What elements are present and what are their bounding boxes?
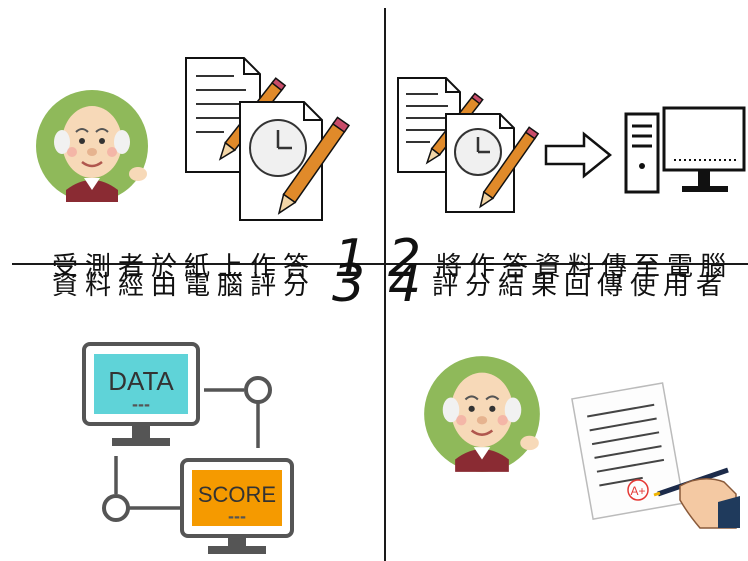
score-dots: --- xyxy=(228,506,246,526)
step-1-caption: 受測者於紙上作答 xyxy=(52,252,317,282)
paper-with-clock-icon xyxy=(239,101,351,221)
step-3-caption: 資料經由電腦評分 xyxy=(52,271,317,301)
step-2-caption: 將作答資料傳至電腦 xyxy=(436,252,734,282)
grade-mark: A+ xyxy=(630,484,645,498)
data-monitor-icon: DATA --- xyxy=(82,342,200,446)
data-dots: --- xyxy=(132,394,150,414)
graded-paper-icon: A+ xyxy=(571,382,740,529)
step-2-number: 2 xyxy=(388,229,422,289)
elder-avatar-icon xyxy=(36,90,148,202)
step-4-number: 4 xyxy=(388,254,422,314)
horizontal-divider xyxy=(12,263,748,265)
step-1-number: 1 xyxy=(334,229,368,289)
elder-avatar-icon xyxy=(424,356,540,472)
step-4-caption: 評分結果回傳使用者 xyxy=(432,271,730,301)
vertical-divider xyxy=(384,8,386,561)
score-monitor-icon: SCORE --- xyxy=(180,458,294,554)
step-3-number: 3 xyxy=(332,254,366,314)
arrow-right-icon xyxy=(544,131,612,179)
paper-with-clock-icon xyxy=(445,113,540,213)
connector-lines xyxy=(102,376,272,522)
score-label: SCORE xyxy=(198,482,276,507)
desktop-computer-icon xyxy=(624,106,746,194)
data-label: DATA xyxy=(108,366,174,396)
